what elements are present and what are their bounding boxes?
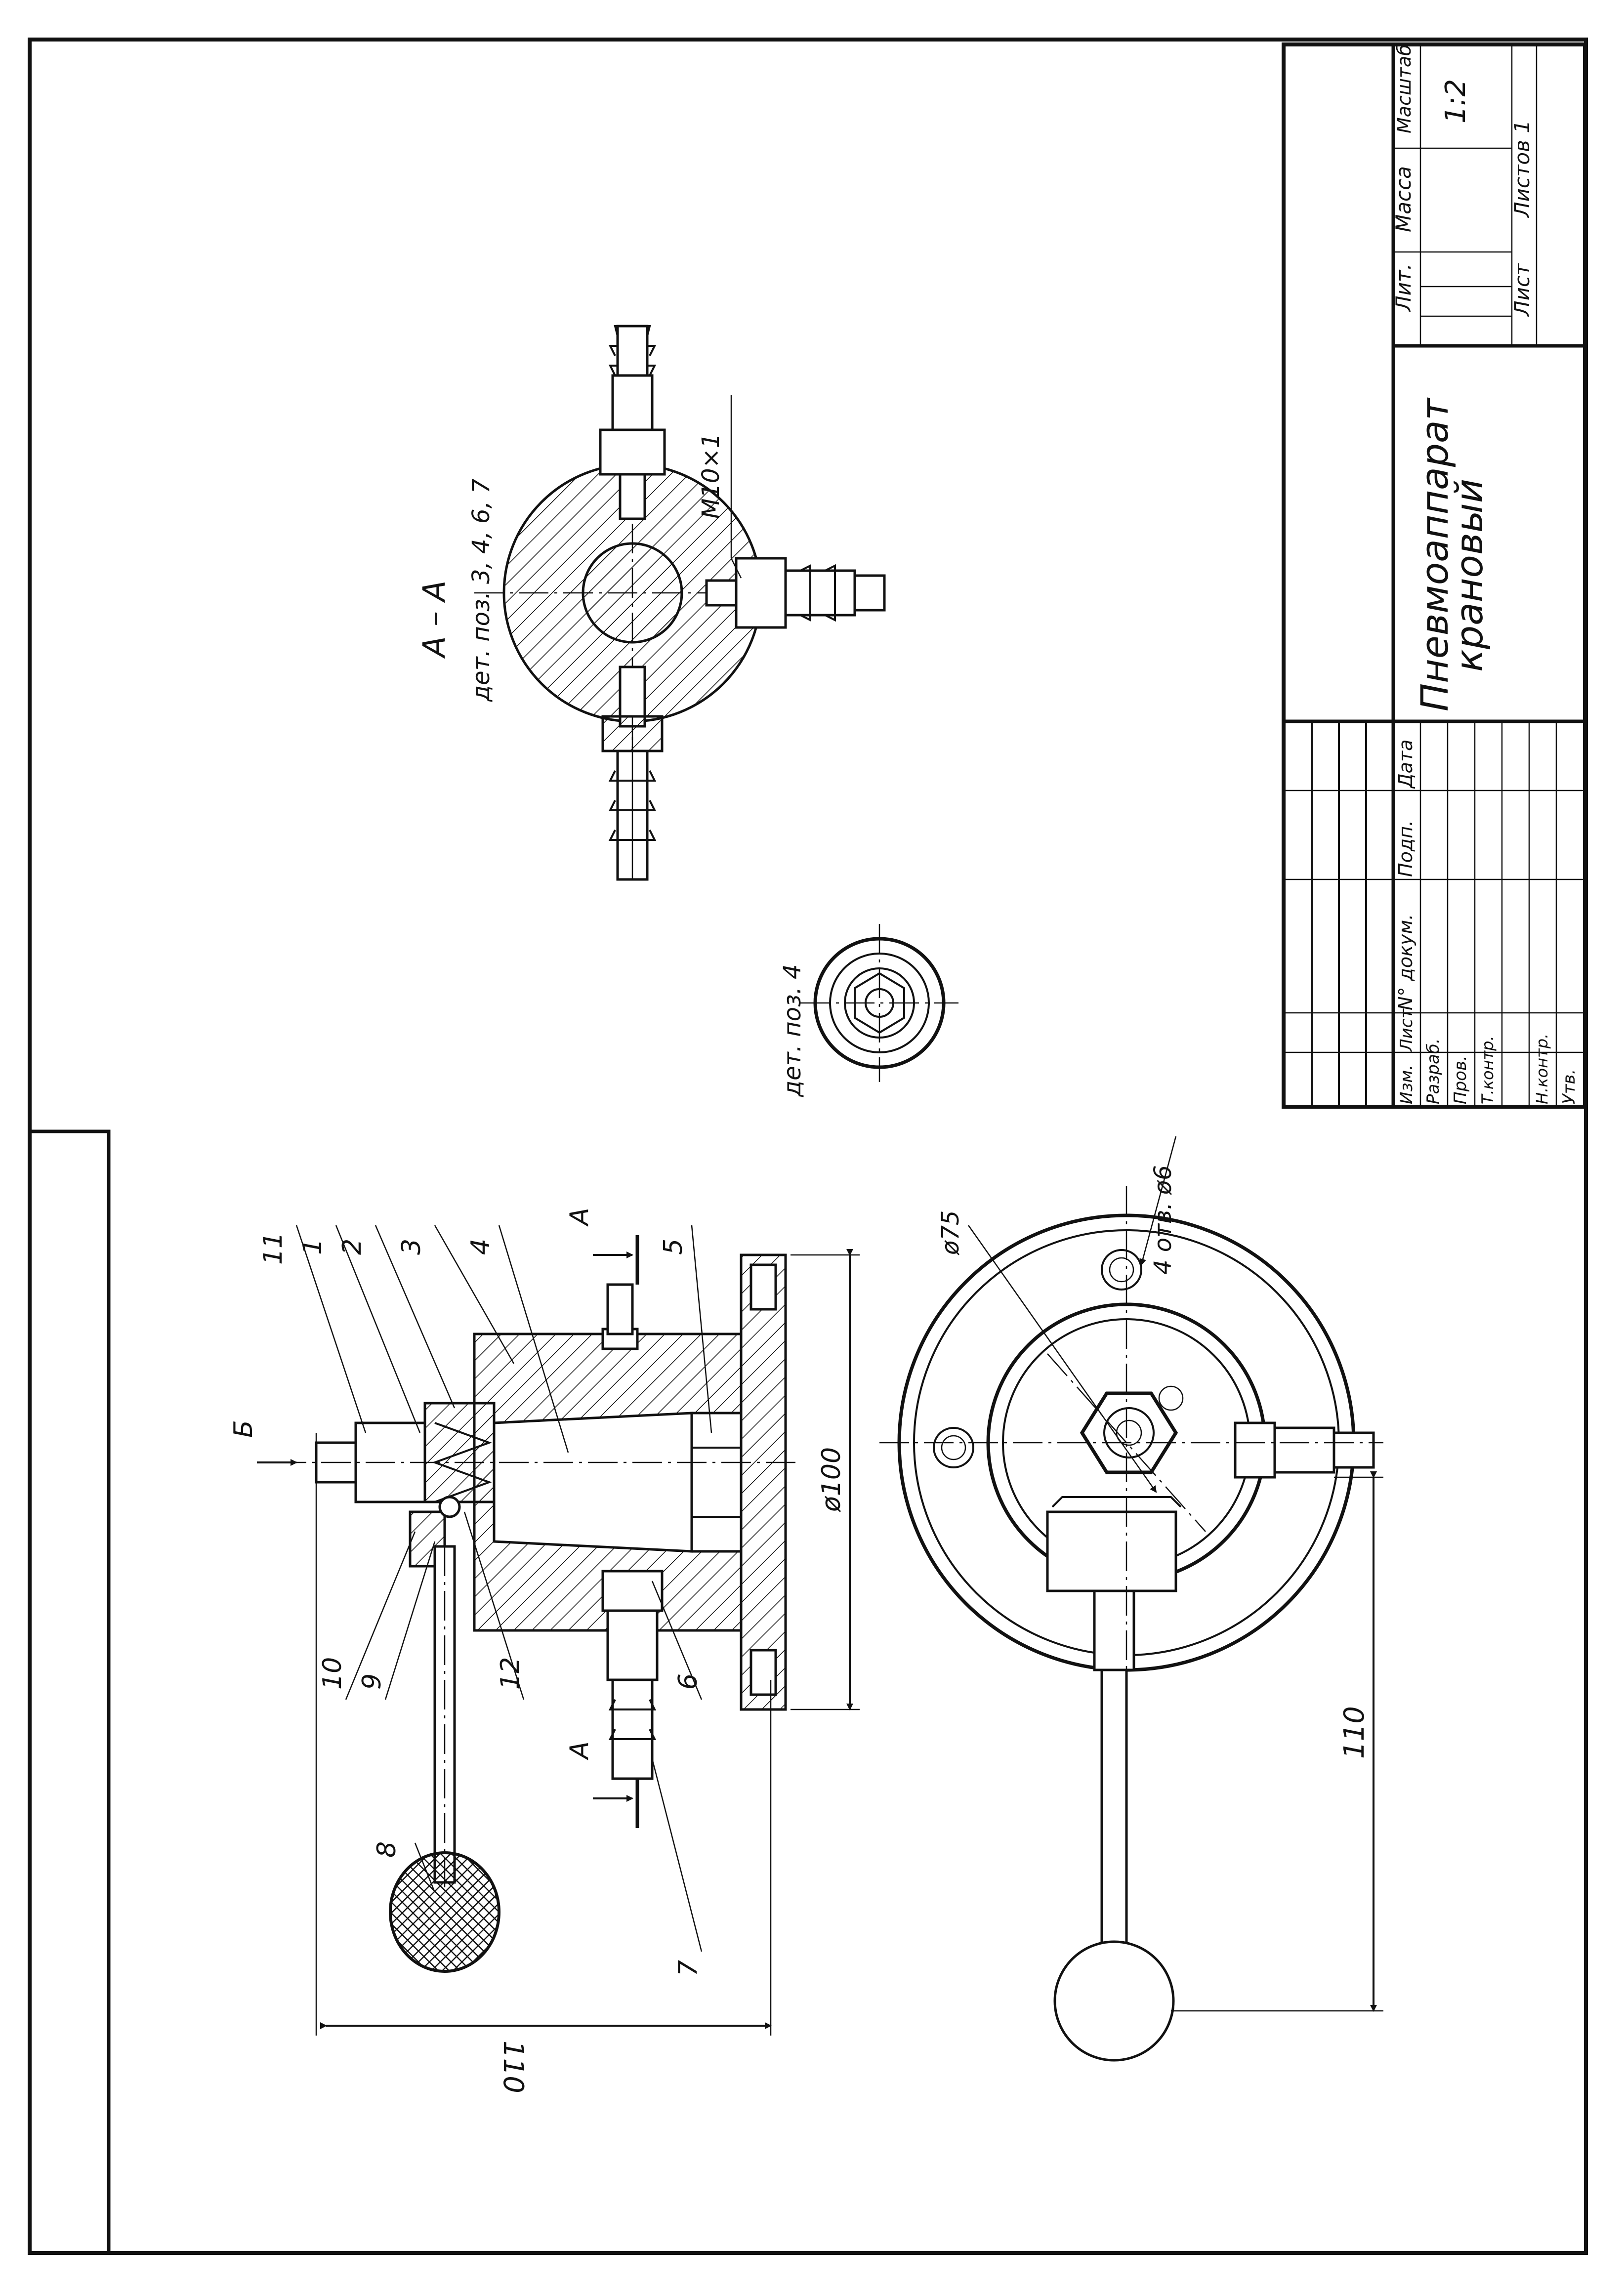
title-col-scale: Масштаб (1393, 44, 1415, 133)
pos-1: 1 (298, 1239, 328, 1255)
pos-3: 3 (397, 1239, 426, 1255)
product-name-line2: крановый (1447, 479, 1491, 672)
hdr-data: Дата (1395, 740, 1416, 789)
view-label: Б (229, 1420, 258, 1438)
pos-9: 9 (357, 1673, 387, 1690)
side-view: 110 ø100 А А Б (229, 1208, 860, 2093)
role-tkontr: Т.контр. (1478, 1036, 1497, 1104)
position-leaders-top (295, 1225, 712, 1453)
pos-2: 2 (337, 1239, 367, 1255)
thread-label: М10×1 (697, 433, 725, 519)
cut-label-bottom: А (565, 1741, 594, 1760)
pos-12: 12 (496, 1657, 525, 1690)
dim-110-plan: 110 (1338, 1706, 1371, 1759)
pos-10: 10 (318, 1657, 347, 1690)
dim-holes: 4 отв. ø6 (1149, 1165, 1177, 1275)
title-block: Лит. Масса Масштаб 1:2 Лист Листов 1 Пне… (1282, 42, 1587, 1109)
detail-note: дет. поз. 4 (779, 964, 806, 1097)
role-razrab: Разраб. (1423, 1038, 1443, 1104)
dim-d75: ø75 (937, 1210, 964, 1255)
pos-8: 8 (372, 1841, 402, 1858)
role-prov: Пров. (1451, 1055, 1470, 1104)
hdr-doc: N° докум. (1395, 914, 1416, 1010)
section-title: А – А (416, 581, 452, 659)
title-col-lit: Лит. (1391, 263, 1416, 312)
pos-7: 7 (673, 1960, 703, 1976)
sheet-frame (28, 38, 1588, 2255)
stub-box (28, 1129, 111, 2255)
dim-d100: ø100 (817, 1447, 846, 1512)
title-sheet-label: Лист (1510, 263, 1534, 317)
detail-pos-4: дет. поз. 4 (779, 924, 958, 1097)
hdr-izm: Изм. (1397, 1065, 1416, 1104)
dim-110-side: 110 (497, 2041, 529, 2093)
role-utv: Утв. (1559, 1069, 1579, 1104)
pos-6: 6 (673, 1673, 703, 1690)
pos-4: 4 (466, 1239, 496, 1255)
role-nkontr: Н.контр. (1533, 1034, 1551, 1104)
pos-11: 11 (258, 1232, 288, 1265)
product-name-line1: Пневмоаппарат (1413, 397, 1457, 711)
title-scale-value: 1:2 (1440, 79, 1472, 124)
hdr-podp: Подп. (1395, 820, 1416, 877)
position-leaders-bottom (345, 1511, 703, 1952)
plan-view: ø75 4 отв. ø6 110 (879, 1136, 1383, 2062)
section-a-a: М10×1 А – А дет. поз. 3, 4, 6, 7 (416, 325, 886, 881)
title-col-mass: Масса (1391, 166, 1416, 232)
hdr-list: Лист (1397, 1008, 1416, 1052)
section-note: дет. поз. 3, 4, 6, 7 (467, 478, 495, 702)
pos-5: 5 (659, 1239, 688, 1255)
cut-label-top: А (565, 1208, 594, 1227)
title-sheets-label: Листов 1 (1510, 120, 1534, 218)
